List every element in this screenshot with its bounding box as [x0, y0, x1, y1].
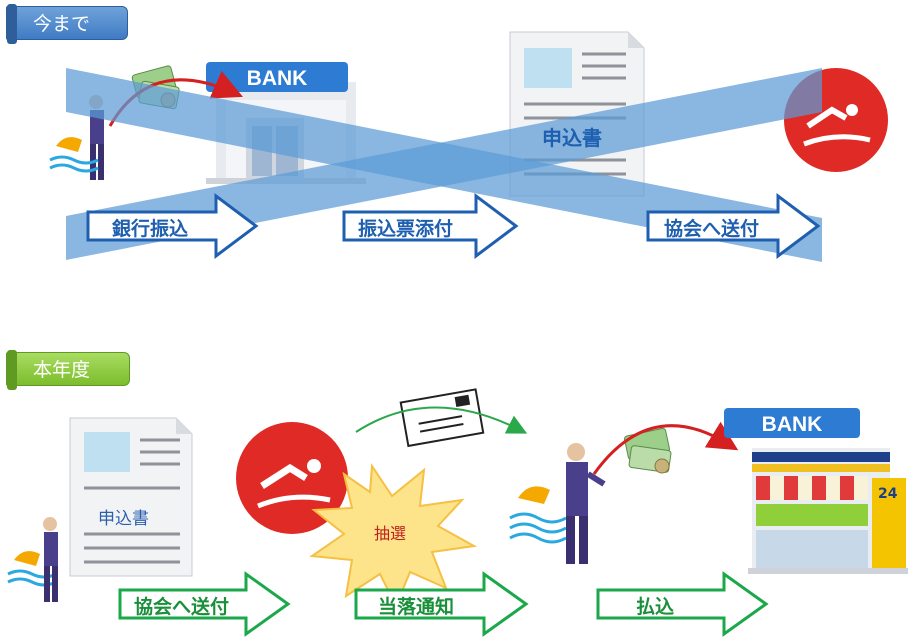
money-icon — [624, 427, 672, 474]
businessman-icon — [43, 517, 58, 602]
swimmer-icon — [509, 486, 567, 544]
arrow-payment — [596, 571, 769, 637]
store-badge-24: 24 — [878, 486, 898, 502]
arrow-result-notice — [354, 571, 529, 637]
form-label-before: 申込書 — [542, 126, 602, 150]
envelope-icon — [399, 388, 485, 448]
arrow-label-send-association-this-year: 協会へ送付 — [134, 596, 230, 618]
arrow-label-send-association: 協会へ送付 — [664, 218, 760, 240]
businessman-icon — [566, 443, 606, 564]
arrow-bank-transfer — [86, 193, 259, 259]
notify-curve — [355, 406, 528, 434]
payment-curve — [592, 421, 739, 475]
form-label-this-year: 申込書 — [98, 509, 149, 529]
section-tag-this-year-label: 本年度 — [33, 359, 91, 381]
svg-text:BANK: BANK — [762, 413, 823, 436]
convenience-store-icon: BANK — [724, 408, 908, 574]
lottery-label: 抽選 — [374, 524, 407, 543]
arrow-label-bank-transfer: 銀行振込 — [112, 218, 189, 240]
section-tag-this-year: 本年度 — [6, 350, 130, 390]
section-tag-before: 今まで — [6, 4, 128, 44]
swimmer-icon — [49, 137, 99, 173]
form-document-icon — [69, 417, 193, 577]
arrow-label-payment: 払込 — [636, 596, 675, 618]
arrow-attach-slip — [342, 193, 519, 259]
arrow-send-association — [118, 571, 291, 637]
svg-text:BANK: BANK — [247, 67, 308, 90]
cross-out-x — [66, 68, 822, 262]
section-tag-before-label: 今まで — [33, 13, 91, 35]
arrow-label-result-notice: 当落通知 — [378, 596, 455, 618]
arrow-label-attach-slip: 振込票添付 — [358, 218, 454, 240]
arrow-send-association — [646, 193, 821, 259]
swimmer-logo-icon — [236, 422, 348, 534]
